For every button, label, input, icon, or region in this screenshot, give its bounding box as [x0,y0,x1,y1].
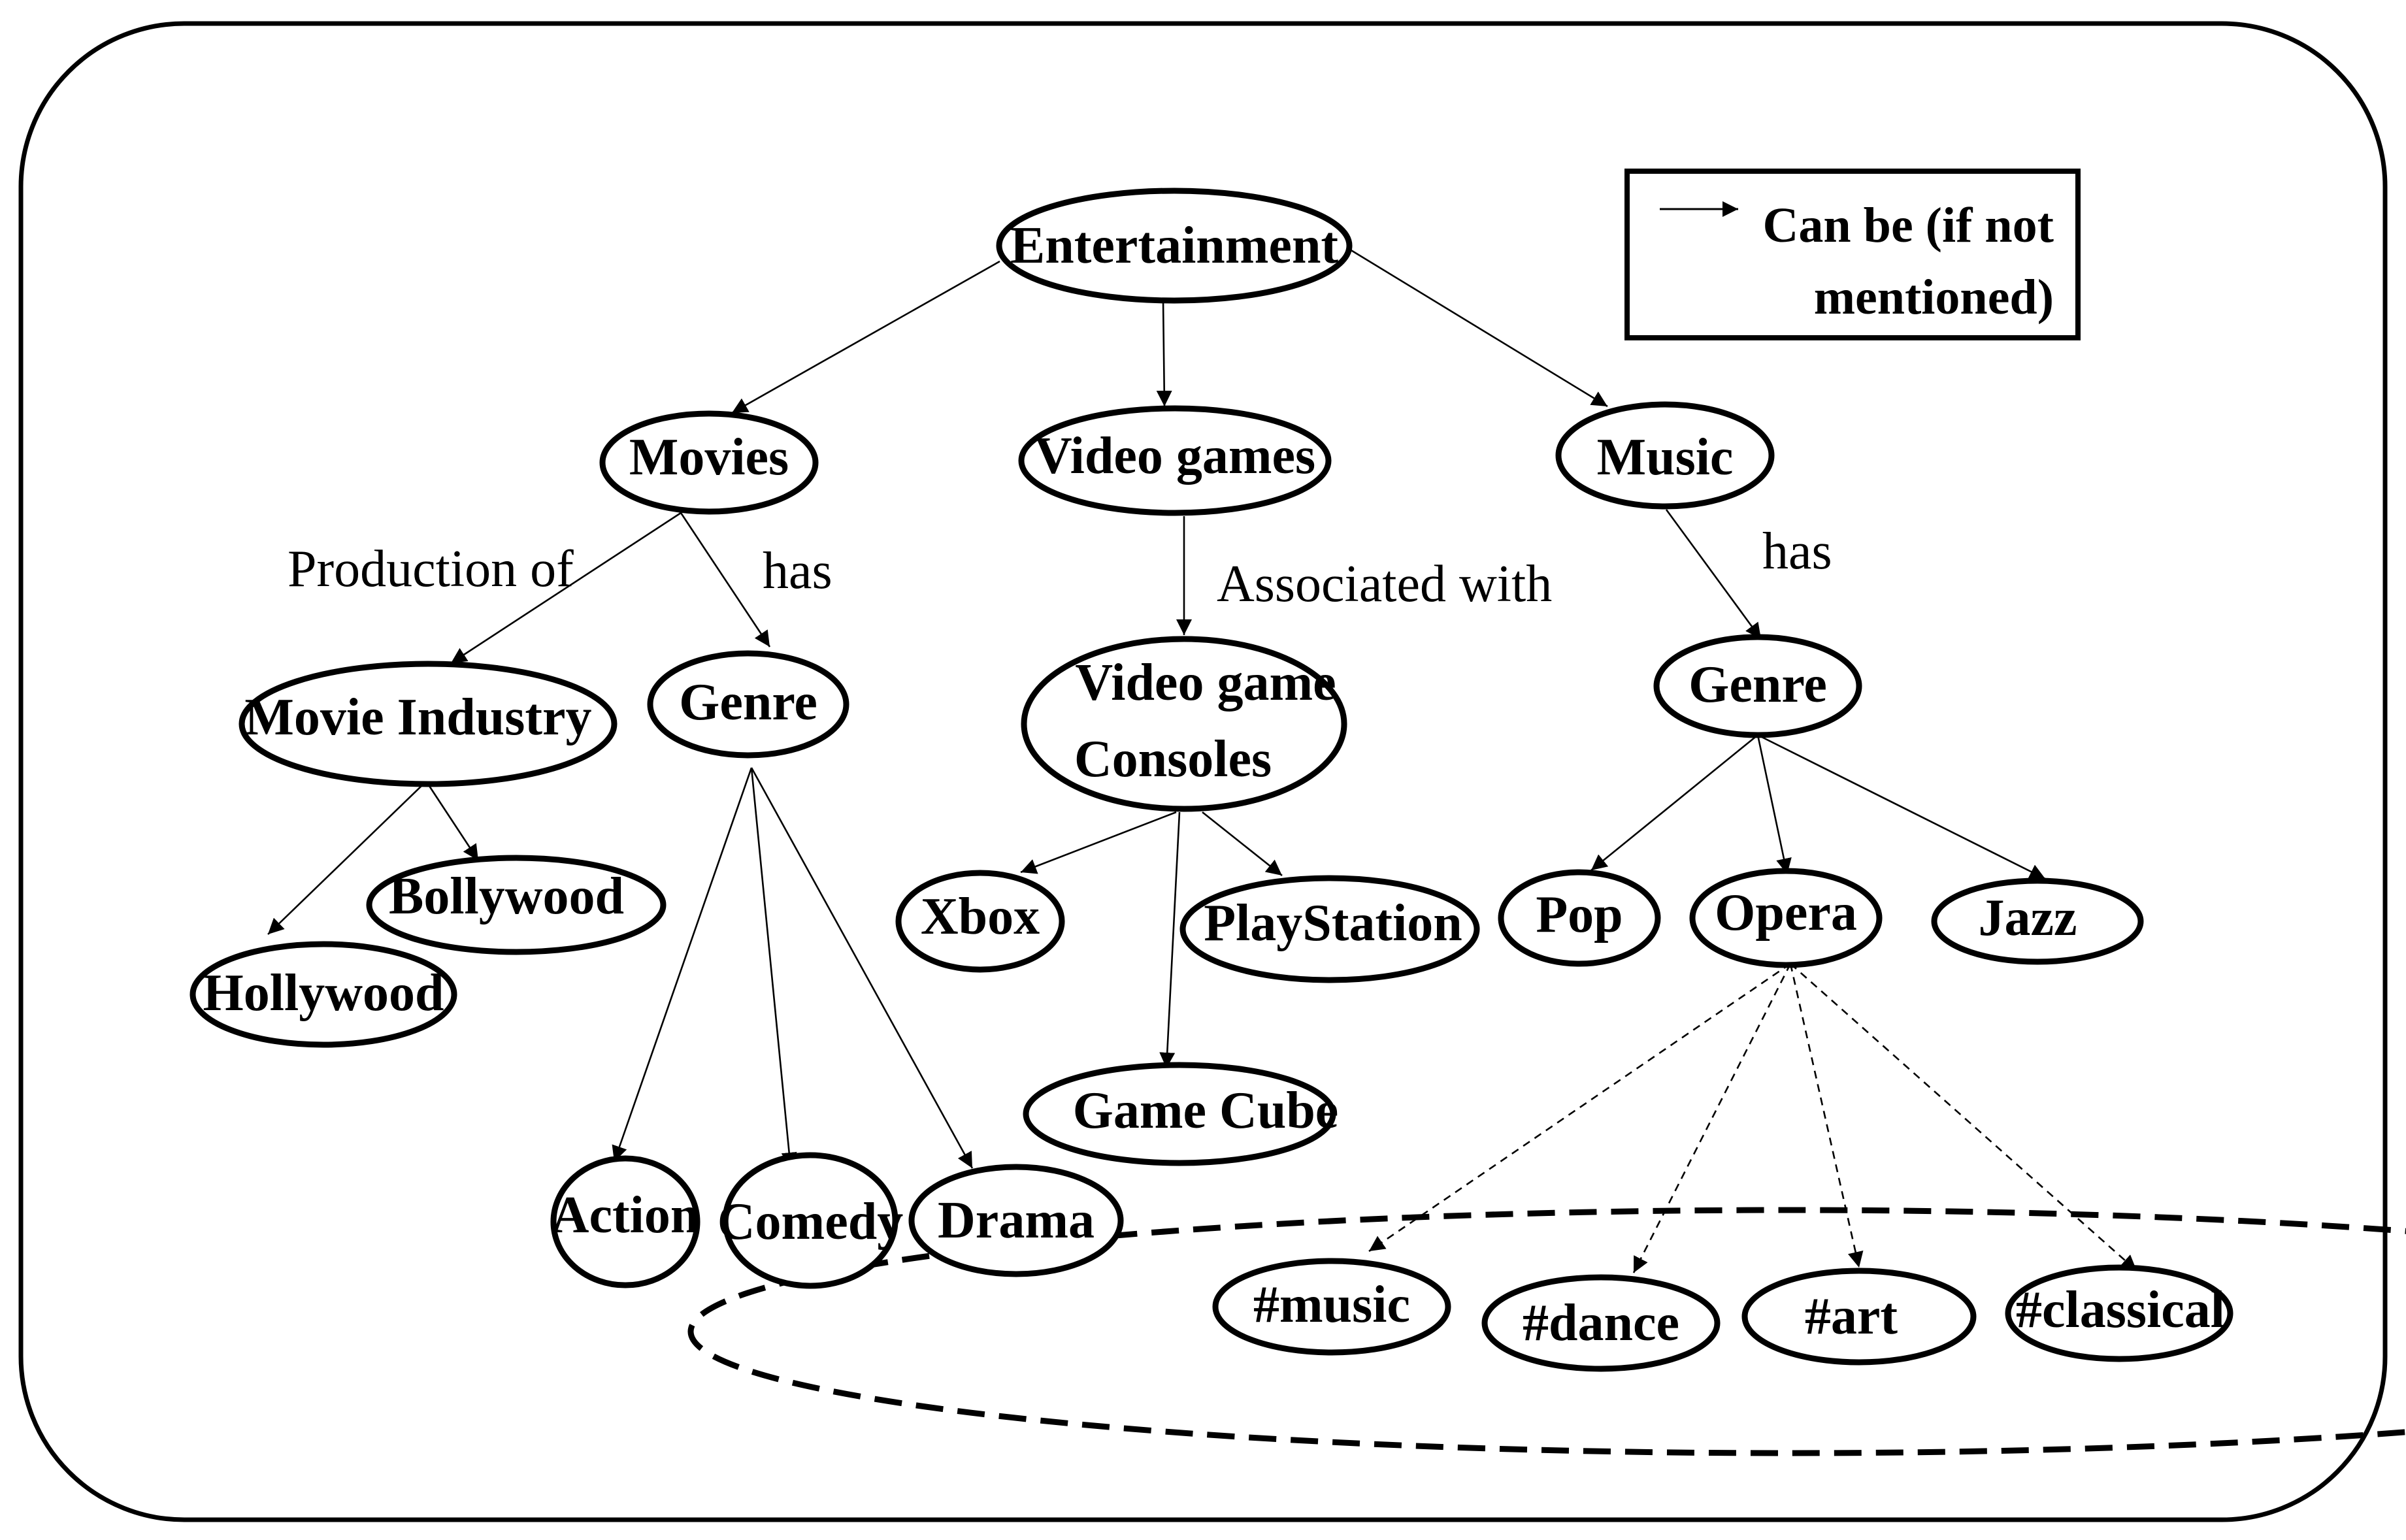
nodes: Entertainment Movies Video games Music M… [190,188,2233,1372]
node-hollywood: Hollywood [190,941,457,1048]
node-opera: Opera [1689,868,1883,968]
legend-text-line1: Can be (if not [1763,198,2054,253]
edge-opera-dance-tag [1632,963,1792,1273]
edge-label-music-has: has [1762,523,1832,580]
svg-text:#dance: #dance [1523,1294,1679,1352]
dashed-edges [1368,962,2137,1273]
svg-text:Music: Music [1597,429,1734,486]
node-movies-genre: Genre [647,650,849,759]
svg-text:Game Cube: Game Cube [1073,1082,1339,1139]
node-video-game-consoles: Video game Consoles [1021,636,1347,812]
edge-music-genre [1665,509,1762,640]
node-tag-music: #music [1212,1258,1451,1356]
svg-text:Movie Industry: Movie Industry [244,689,591,746]
edges [267,248,2046,1169]
svg-text:Action: Action [552,1187,700,1244]
svg-text:Entertainment: Entertainment [1010,217,1339,274]
edge-consoles-gamecube [1159,811,1181,1069]
legend: Can be (if not mentioned) [1624,169,2081,340]
svg-text:Bollywood: Bollywood [389,868,624,925]
edge-label-production-of: Production of [288,540,574,598]
node-movies: Movies [599,410,819,515]
node-music-genre: Genre [1653,634,1862,738]
svg-text:Genre: Genre [1689,656,1827,713]
edge-musicgenre-pop [1590,734,1758,872]
node-tag-art: #art [1741,1268,1977,1366]
svg-text:#classical: #classical [2016,1281,2225,1339]
svg-text:Jazz: Jazz [1978,889,2077,947]
node-game-cube: Game Cube [1023,1062,1339,1166]
node-tag-classical: #classical [2005,1264,2233,1362]
edge-entertainment-movies [731,260,1000,414]
hashtag-group [688,1207,2406,1456]
edge-consoles-xbox [1020,811,1177,874]
svg-text:#music: #music [1253,1276,1410,1334]
edge-consoles-playstation [1202,811,1283,877]
node-action: Action [550,1155,700,1288]
node-music: Music [1555,401,1775,510]
legend-box [1624,169,2081,340]
edge-genre-drama [750,767,974,1169]
node-xbox: Xbox [895,870,1065,973]
svg-text:Opera: Opera [1715,884,1857,942]
svg-text:Xbox: Xbox [921,888,1040,945]
node-entertainment: Entertainment [996,188,1353,304]
svg-text:Video games: Video games [1034,427,1315,485]
edge-musicgenre-opera [1756,734,1792,875]
node-tag-dance: #dance [1481,1274,1721,1372]
edge-opera-classical-tag [1790,963,2137,1271]
node-comedy: Comedy [717,1152,903,1289]
edge-movieindustry-hollywood [267,783,424,935]
edge-labels: Production of has Associated with has [288,523,1832,613]
edge-opera-art-tag [1789,963,1864,1268]
edge-genre-action [612,767,753,1162]
svg-text:#art: #art [1805,1288,1898,1345]
edge-genre-comedy [750,767,797,1169]
node-jazz: Jazz [1931,877,2144,965]
svg-text:Drama: Drama [938,1192,1095,1249]
svg-text:Consoles: Consoles [1074,730,1272,788]
edge-opera-music-tag [1368,962,1791,1253]
edge-label-movies-has: has [763,542,832,600]
legend-text-line2: mentioned) [1814,270,2054,325]
svg-text:Hollywood: Hollywood [203,964,444,1022]
node-movie-industry: Movie Industry [239,661,618,787]
svg-text:Movies: Movies [629,429,789,486]
edge-movies-movieindustry [450,512,682,664]
svg-text:Genre: Genre [679,674,817,731]
edge-musicgenre-jazz [1757,734,2046,880]
edge-label-associated-with: Associated with [1217,555,1552,613]
edge-entertainment-music [1349,248,1608,408]
svg-text:Pop: Pop [1536,886,1623,943]
diagram-frame [18,21,2388,1522]
node-drama: Drama [908,1164,1124,1277]
node-pop: Pop [1498,869,1661,967]
node-playstation: PlayStation [1179,875,1480,983]
edge-entertainment-videogames [1156,300,1172,407]
svg-text:Video game: Video game [1075,654,1336,712]
svg-text:PlayStation: PlayStation [1204,894,1462,952]
svg-text:Comedy: Comedy [717,1193,903,1251]
node-bollywood: Bollywood [366,855,667,955]
node-video-games: Video games [1018,405,1332,516]
edge-movieindustry-bollywood [427,783,480,861]
edge-movies-genre [680,512,771,647]
